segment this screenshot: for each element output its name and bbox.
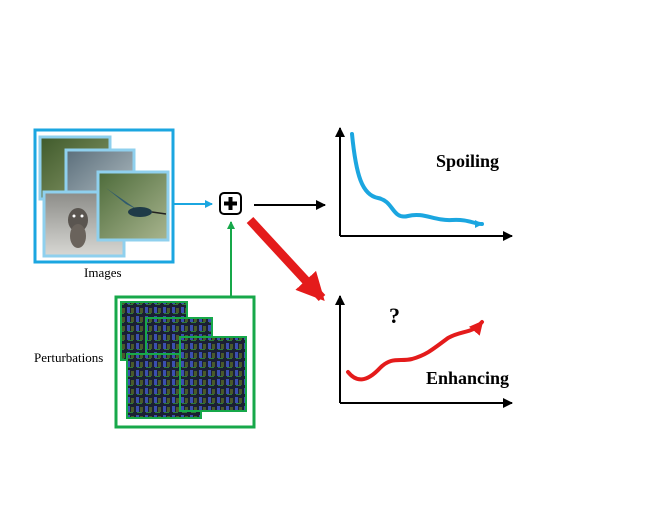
images-label: Images	[84, 265, 122, 281]
perturbations-label: Perturbations	[34, 350, 103, 366]
perturbations-group	[116, 297, 254, 427]
plus-icon	[220, 193, 241, 214]
image-thumb-hummingbird	[98, 172, 168, 240]
spoiling-chart	[340, 128, 512, 236]
spoiling-label: Spoiling	[436, 151, 499, 172]
perturbation-tile-4	[180, 337, 246, 411]
spoiling-curve	[352, 134, 482, 224]
question-mark: ?	[389, 303, 400, 329]
enhancing-label: Enhancing	[426, 368, 509, 389]
plus-to-enhancing-arrow	[250, 220, 322, 298]
images-group	[35, 130, 173, 262]
